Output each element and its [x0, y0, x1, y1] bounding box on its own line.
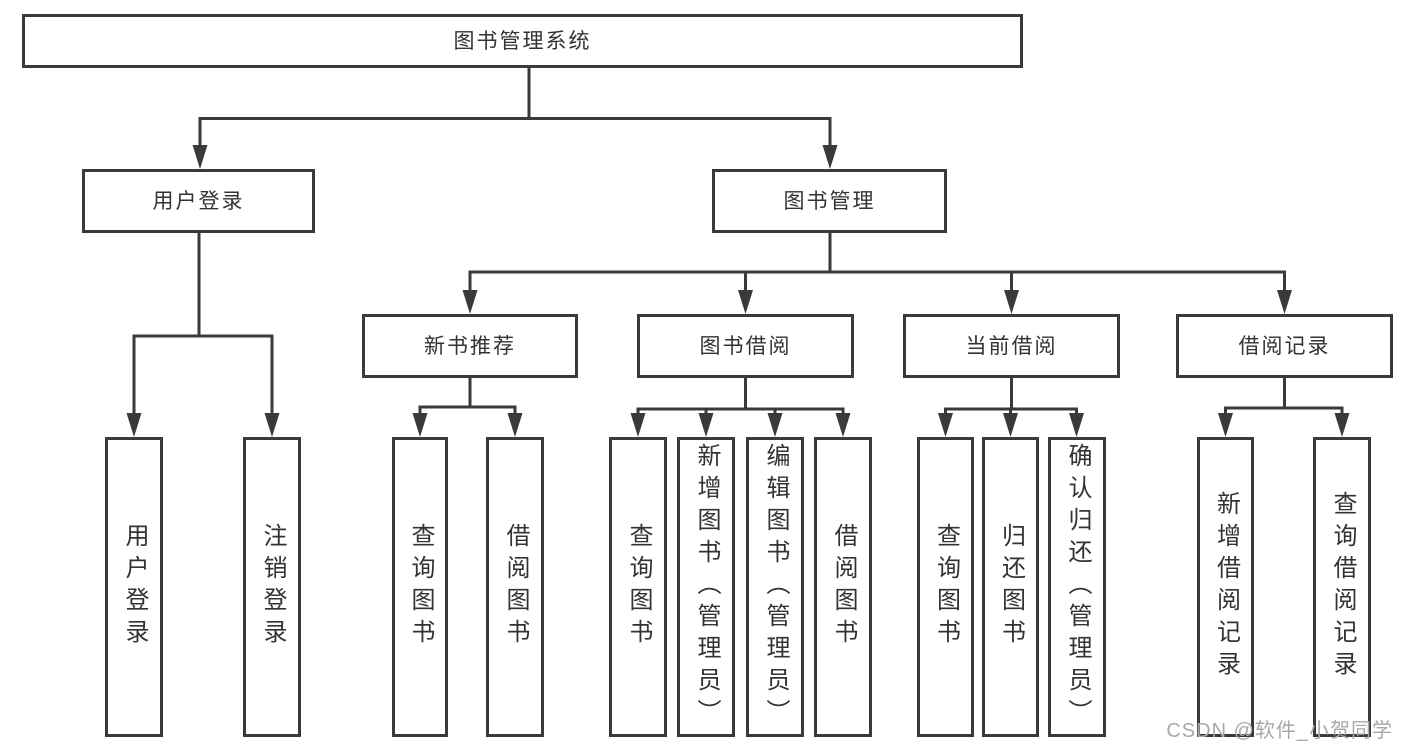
arrowhead-icon: [835, 413, 851, 437]
arrowhead-icon: [630, 413, 646, 437]
connector-line: [944, 376, 1078, 417]
leaf-borrow-books-borrowing: 借阅图书: [814, 437, 872, 737]
leaf-user-login-label: 用户登录: [121, 523, 148, 651]
leaf-edit-books-admin-label: 编辑图书（管理员）: [762, 443, 789, 731]
leaf-query-books-recommend: 查询图书: [392, 437, 448, 737]
node-borrowing-records-label: 借阅记录: [1238, 334, 1331, 358]
arrowhead-icon: [507, 413, 523, 437]
arrowhead-icon: [264, 413, 280, 437]
arrowhead-icon: [767, 413, 783, 437]
leaf-return-books: 归还图书: [982, 437, 1039, 737]
arrowhead-icon: [1004, 290, 1019, 314]
arrowhead-icon: [192, 145, 208, 169]
arrowhead-icon: [412, 413, 428, 437]
arrowhead-icon: [126, 413, 142, 437]
leaf-borrow-books-recommend: 借阅图书: [486, 437, 544, 737]
watermark: CSDN @软件_小贺同学: [1166, 720, 1393, 742]
leaf-query-borrow-record: 查询借阅记录: [1313, 437, 1371, 737]
node-book-management-label: 图书管理: [783, 189, 876, 213]
leaf-confirm-return-admin: 确认归还（管理员）: [1048, 437, 1106, 737]
leaf-add-books-admin: 新增图书（管理员）: [677, 437, 735, 737]
leaf-add-books-admin-label: 新增图书（管理员）: [693, 443, 720, 731]
arrowhead-icon: [1334, 413, 1350, 437]
leaf-query-books-current: 查询图书: [917, 437, 974, 737]
node-root: 图书管理系统: [22, 14, 1023, 68]
arrowhead-icon: [462, 290, 478, 314]
node-current-borrowing-label: 当前借阅: [965, 334, 1058, 358]
node-root-label: 图书管理系统: [453, 29, 592, 53]
node-borrowing-records: 借阅记录: [1176, 314, 1393, 378]
leaf-edit-books-admin: 编辑图书（管理员）: [746, 437, 804, 737]
leaf-query-books-current-label: 查询图书: [932, 523, 960, 651]
node-book-management: 图书管理: [712, 169, 947, 233]
leaf-borrow-books-recommend-label: 借阅图书: [502, 523, 529, 651]
connector-line: [198, 66, 832, 149]
arrowhead-icon: [822, 145, 838, 169]
arrowhead-icon: [1277, 290, 1292, 314]
leaf-user-login: 用户登录: [105, 437, 163, 737]
arrowhead-icon: [698, 413, 714, 437]
leaf-logout-login: 注销登录: [243, 437, 301, 737]
leaf-add-borrow-record: 新增借阅记录: [1197, 437, 1254, 737]
leaf-confirm-return-admin-label: 确认归还（管理员）: [1064, 443, 1091, 731]
node-user-login-label: 用户登录: [152, 189, 245, 213]
leaf-query-borrow-record-label: 查询借阅记录: [1329, 491, 1356, 683]
leaf-add-borrow-record-label: 新增借阅记录: [1212, 491, 1240, 683]
leaf-borrow-books-borrowing-label: 借阅图书: [830, 523, 857, 651]
node-book-borrowing: 图书借阅: [637, 314, 854, 378]
node-new-book-recommend-label: 新书推荐: [424, 334, 516, 358]
arrowhead-icon: [738, 290, 753, 314]
connector-line: [636, 376, 845, 417]
arrowhead-icon: [1069, 413, 1084, 437]
arrowhead-icon: [1003, 413, 1018, 437]
connector-line: [418, 376, 517, 417]
leaf-query-books-borrowing: 查询图书: [609, 437, 667, 737]
arrowhead-icon: [938, 413, 953, 437]
arrowhead-icon: [1218, 413, 1233, 437]
leaf-query-books-recommend-label: 查询图书: [407, 523, 434, 651]
connector-line: [468, 231, 1286, 294]
leaf-query-books-borrowing-label: 查询图书: [625, 523, 652, 651]
connector-line: [132, 231, 274, 417]
node-new-book-recommend: 新书推荐: [362, 314, 578, 378]
node-current-borrowing: 当前借阅: [903, 314, 1120, 378]
node-book-borrowing-label: 图书借阅: [699, 334, 792, 358]
leaf-return-books-label: 归还图书: [997, 523, 1025, 651]
connector-line: [1224, 376, 1344, 417]
node-user-login: 用户登录: [82, 169, 315, 233]
leaf-logout-login-label: 注销登录: [259, 523, 286, 651]
